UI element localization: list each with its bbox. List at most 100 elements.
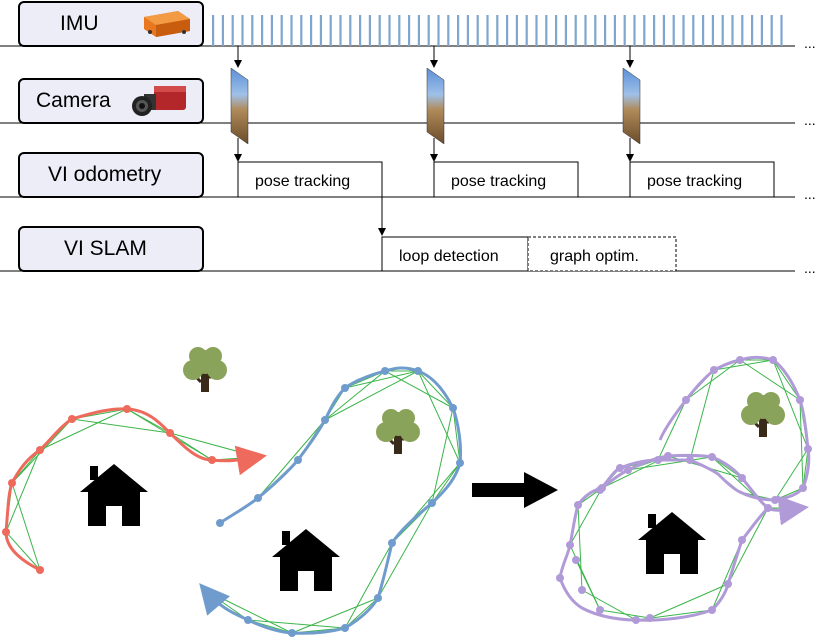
imu-tick xyxy=(241,15,244,46)
graph-optim-box xyxy=(527,236,677,272)
slam-lane-label: VI SLAM xyxy=(64,237,147,260)
blue-trajectory xyxy=(199,366,464,637)
imu-tick xyxy=(398,15,401,46)
imu-tick xyxy=(721,15,724,46)
camera-ellipsis: ... xyxy=(804,112,816,128)
camera-lane-label: Camera xyxy=(36,89,111,112)
pose-tracking-label: pose tracking xyxy=(451,173,546,190)
imu-tick xyxy=(349,15,352,46)
imu-tick xyxy=(741,15,744,46)
imu-tick xyxy=(506,15,509,46)
imu-tick xyxy=(319,15,322,46)
imu-tick xyxy=(427,15,430,46)
imu-tick xyxy=(251,15,254,46)
imu-tick xyxy=(408,15,411,46)
graph-optim-label: graph optim. xyxy=(550,248,639,265)
vio-ellipsis: ... xyxy=(804,186,816,202)
right-arrow-icon xyxy=(472,472,558,508)
camera-frame-icon xyxy=(230,67,249,145)
imu-tick xyxy=(231,15,234,46)
house-icon xyxy=(638,512,706,574)
imu-tick xyxy=(584,15,587,46)
imu-tick xyxy=(359,15,362,46)
imu-tick xyxy=(594,15,597,46)
imu-tick xyxy=(780,15,783,46)
imu-tick xyxy=(702,15,705,46)
imu-tick xyxy=(545,15,548,46)
imu-tick xyxy=(270,15,273,46)
loop-closure-illustration xyxy=(2,345,812,637)
imu-tick xyxy=(261,15,264,46)
pose-tracking-label: pose tracking xyxy=(647,173,742,190)
imu-tick xyxy=(633,15,636,46)
imu-tick xyxy=(437,15,440,46)
imu-tick xyxy=(613,15,616,46)
blue-constraint-edges xyxy=(204,370,461,634)
loop-detection-label: loop detection xyxy=(399,248,499,265)
imu-tick xyxy=(653,15,656,46)
red-poses xyxy=(2,405,262,574)
purple-poses xyxy=(556,356,812,624)
imu-tick xyxy=(770,15,773,46)
red-trajectory xyxy=(2,405,267,574)
imu-tick xyxy=(760,15,763,46)
imu-tick xyxy=(731,15,734,46)
imu-tick xyxy=(368,15,371,46)
vio-lane-label: VI odometry xyxy=(48,163,162,186)
purple-trajectory xyxy=(556,355,812,624)
slam-lane-box: VI SLAM xyxy=(18,226,204,272)
imu-tick xyxy=(496,15,499,46)
camera-frame-icon xyxy=(622,67,641,145)
tree-icon xyxy=(181,345,229,394)
imu-tick xyxy=(447,15,450,46)
imu-tick xyxy=(623,15,626,46)
imu-lane-box: IMU xyxy=(18,1,204,47)
imu-tick xyxy=(564,15,567,46)
pose-tracking-box xyxy=(237,161,383,198)
imu-tick xyxy=(466,15,469,46)
imu-tick xyxy=(535,15,538,46)
pose-tracking-label: pose tracking xyxy=(255,173,350,190)
imu-tick xyxy=(476,15,479,46)
slam-ellipsis: ... xyxy=(804,260,816,276)
imu-tick xyxy=(692,15,695,46)
imu-tick xyxy=(378,15,381,46)
imu-tick xyxy=(310,15,313,46)
camera-icon xyxy=(132,86,186,116)
tree-icon xyxy=(374,407,422,456)
imu-tick xyxy=(682,15,685,46)
house-icon xyxy=(80,464,148,526)
imu-tick xyxy=(329,15,332,46)
camera-frame-icon xyxy=(426,67,445,145)
pose-tracking-box xyxy=(629,161,775,198)
imu-tick xyxy=(280,15,283,46)
tree-icon xyxy=(739,390,787,439)
imu-tick xyxy=(486,15,489,46)
imu-tick xyxy=(300,15,303,46)
imu-tick xyxy=(711,15,714,46)
imu-tick xyxy=(643,15,646,46)
imu-lane-label: IMU xyxy=(60,12,99,35)
house-icon xyxy=(272,529,340,591)
imu-sensor-icon xyxy=(144,11,190,37)
pose-tracking-box xyxy=(433,161,579,198)
imu-tick xyxy=(574,15,577,46)
imu-tick xyxy=(388,15,391,46)
imu-ellipsis: ... xyxy=(804,35,816,51)
imu-tick xyxy=(555,15,558,46)
timeline-diagram: pose tracking pose tracking pose trackin… xyxy=(0,15,816,276)
imu-tick xyxy=(515,15,518,46)
imu-tick xyxy=(672,15,675,46)
imu-tick xyxy=(662,15,665,46)
imu-tick xyxy=(221,15,224,46)
imu-tick xyxy=(290,15,293,46)
imu-tick xyxy=(525,15,528,46)
imu-measurement-ticks xyxy=(212,15,783,46)
imu-tick xyxy=(604,15,607,46)
imu-tick xyxy=(457,15,460,46)
imu-tick xyxy=(339,15,342,46)
imu-tick xyxy=(212,15,215,46)
imu-tick xyxy=(417,15,420,46)
imu-tick xyxy=(751,15,754,46)
loop-detection-box xyxy=(381,236,529,272)
